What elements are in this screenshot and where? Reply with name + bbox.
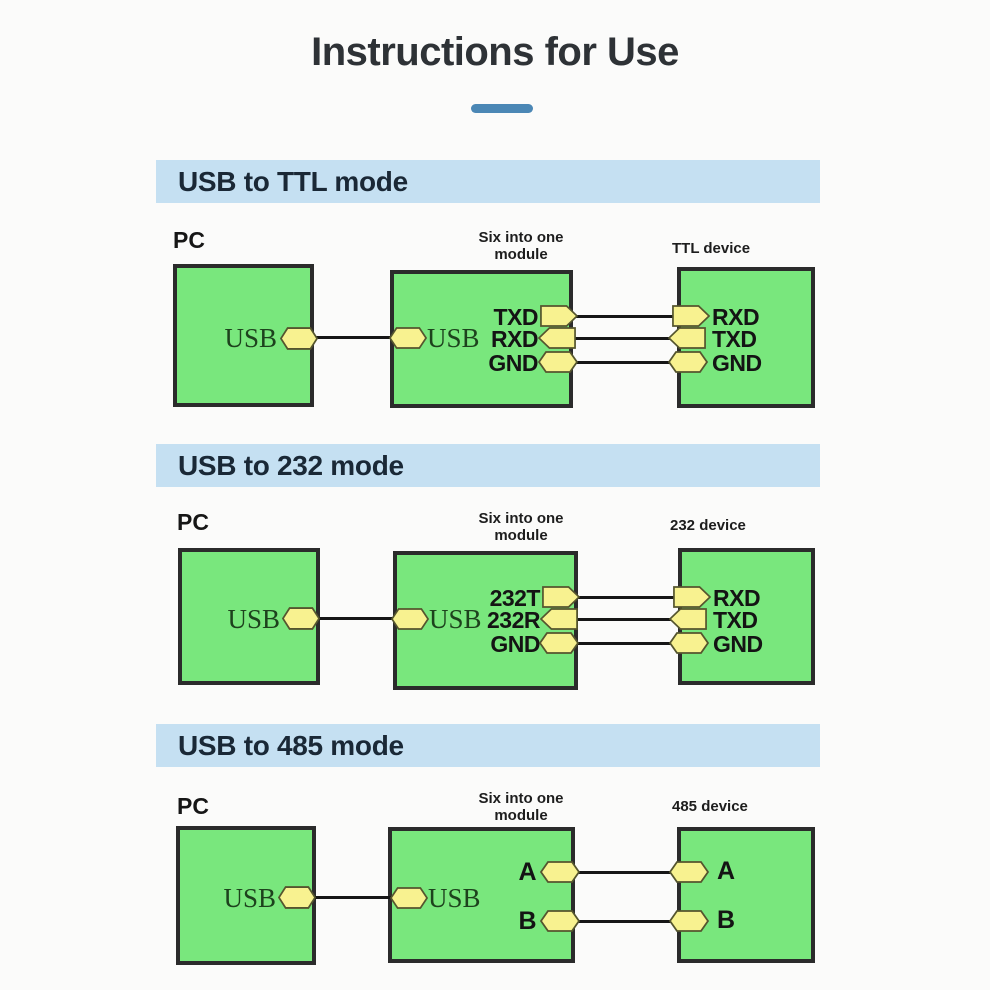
page-title: Instructions for Use — [311, 30, 679, 74]
device-box — [677, 827, 815, 963]
usb-pin-hex-icon — [280, 327, 318, 350]
module-pin-label: 232T — [489, 585, 541, 611]
section-header-ttl: USB to TTL mode — [156, 160, 820, 203]
section-header-232: USB to 232 mode — [156, 444, 820, 487]
device-pin-label: GND — [712, 350, 762, 376]
module-pin-label: GND — [490, 631, 540, 657]
module-usb-port-label: USB — [428, 883, 481, 913]
wire — [575, 596, 681, 599]
module-usb-port-label: USB — [427, 323, 480, 353]
wire — [318, 617, 397, 620]
wire — [570, 337, 678, 340]
pc-caption: PC — [177, 509, 209, 535]
wire — [570, 361, 678, 364]
module-caption-line1: Six into one — [478, 510, 564, 527]
section-header-485: USB to 485 mode — [156, 724, 820, 767]
module-pin-label: B — [518, 907, 536, 935]
module-caption: Six into one module — [421, 229, 621, 263]
pc-usb-port-label: USB — [227, 604, 280, 634]
pin-hex-icon — [540, 861, 580, 883]
module-box — [388, 827, 575, 963]
pin-hex-icon — [669, 632, 709, 654]
wire — [570, 315, 678, 318]
pin-hex-icon — [669, 910, 709, 932]
device-caption: 485 device — [672, 798, 748, 815]
section-header-label: USB to TTL mode — [178, 165, 408, 197]
pin-arrow-right-icon — [673, 586, 711, 608]
usb-pin-hex-icon — [278, 886, 316, 909]
pin-hex-icon — [668, 351, 708, 373]
device-pin-label: RXD — [713, 585, 761, 611]
pin-hex-icon — [539, 632, 579, 654]
module-pin-label: 232R — [487, 607, 540, 633]
module-caption: Six into one module — [421, 510, 621, 544]
pin-hex-icon — [540, 910, 580, 932]
module-usb-port-label: USB — [429, 604, 482, 634]
pin-arrow-right-icon — [540, 305, 578, 327]
pin-arrow-left-icon — [538, 327, 576, 349]
usb-pin-hex-icon — [391, 608, 429, 630]
wire — [316, 336, 394, 339]
module-caption-line1: Six into one — [478, 790, 564, 807]
pin-hex-icon — [538, 351, 578, 373]
pc-caption: PC — [173, 227, 205, 253]
pin-arrow-right-icon — [672, 305, 710, 327]
wire — [575, 642, 681, 645]
pin-arrow-right-icon — [542, 586, 580, 608]
device-pin-label: TXD — [713, 607, 758, 633]
device-pin-label: B — [717, 906, 735, 934]
device-pin-label: RXD — [712, 304, 760, 330]
wire — [314, 896, 392, 899]
pin-arrow-left-icon — [540, 608, 578, 630]
usb-pin-hex-icon — [389, 327, 427, 349]
module-pin-label: GND — [488, 350, 538, 376]
pin-arrow-left-icon — [669, 608, 707, 630]
section-header-label: USB to 485 mode — [178, 729, 404, 761]
device-pin-label: TXD — [712, 326, 757, 352]
module-pin-label: RXD — [490, 326, 539, 352]
pc-usb-port-label: USB — [223, 883, 276, 913]
title-underline — [471, 104, 533, 113]
wire — [575, 920, 679, 923]
module-caption-line2: module — [494, 807, 548, 824]
module-pin-label: TXD — [493, 304, 539, 330]
device-pin-label: A — [717, 857, 735, 885]
module-caption-line1: Six into one — [478, 229, 564, 246]
pin-arrow-left-icon — [668, 327, 706, 349]
module-caption-line2: module — [494, 246, 548, 263]
pc-usb-port-label: USB — [224, 323, 277, 353]
module-pin-label: A — [518, 858, 536, 886]
section-header-label: USB to 232 mode — [178, 449, 404, 481]
wire — [575, 618, 681, 621]
pin-hex-icon — [669, 861, 709, 883]
pc-caption: PC — [177, 793, 209, 819]
module-caption: Six into one module — [421, 790, 621, 824]
device-caption: TTL device — [672, 240, 751, 257]
module-caption-line2: module — [494, 527, 548, 544]
device-caption: 232 device — [670, 517, 746, 534]
usb-pin-hex-icon — [390, 887, 428, 909]
wire — [575, 871, 679, 874]
device-pin-label: GND — [713, 631, 763, 657]
usb-pin-hex-icon — [282, 607, 320, 630]
